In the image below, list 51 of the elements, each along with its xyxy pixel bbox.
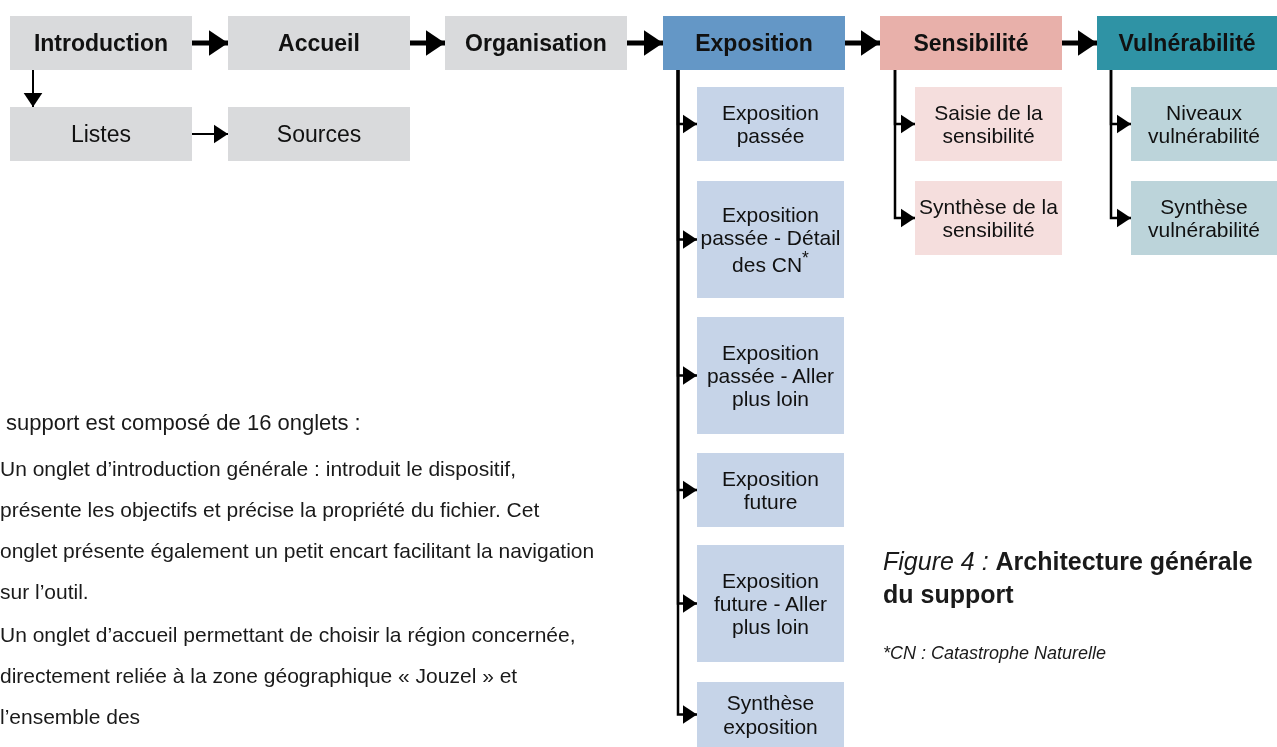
arrow [192,30,228,56]
footnote: *CN : Catastrophe Naturelle [883,643,1108,665]
bullet-paragraph: Un onglet d’accueil permettant de choisir la région concernée, directement reliée à la zone géographique « Jouzel » et l’ensemble des [0,622,577,730]
figure-caption: Figure 4 : Architecture générale du support [883,546,1254,610]
box-label: Exposition passée - Aller plus loin [705,340,836,411]
tab-box [663,16,845,70]
box-label: Exposition future [721,466,820,514]
box-label: Synthèse exposition [722,691,819,738]
sub-tab-box [697,453,844,527]
arrow [1109,70,1131,228]
bullet-paragraph: Un onglet d’introduction générale : introduit le dispositif, présente les objectifs et précise la propriété du fichier. Cet onglet présente également un petit encart facilitant la navigation sur l’outil. [0,456,596,605]
arrow [893,70,915,228]
sub-tab-box [697,87,844,161]
box-label: Organisation [465,29,607,57]
box-label: Exposition [695,29,813,57]
box-label: Exposition passée [721,100,820,148]
box-label: Accueil [278,29,360,57]
tab-box [228,107,410,161]
arrow [23,69,43,108]
box-label: Saisie de la sensibilité [933,100,1044,148]
tab-box [445,16,627,70]
tab-box [10,107,192,161]
tab-box [228,16,410,70]
box-label: Exposition passée - Détail des CN$^{*}$ [699,202,842,277]
sub-tab-box [915,87,1062,161]
box-label: Synthèse vulnérabilité [1146,194,1262,242]
box-label: Niveaux vulnérabilité [1146,100,1262,148]
box-label: Vulnérabilité [1118,29,1256,57]
sub-tab-box [697,545,844,662]
intro-sentence: support est composé de 16 onglets : [6,410,362,437]
sub-tab-box [697,682,844,747]
box-label: Sensibilité [913,29,1029,57]
sub-tab-box [697,317,844,434]
box-label: Synthèse de la sensibilité [918,194,1059,242]
arrow [410,30,445,56]
box-label: Exposition future - Aller plus loin [712,568,829,639]
tab-box [1097,16,1277,70]
sub-tab-box [915,181,1062,255]
sub-tab-box [1131,181,1277,255]
arrow [845,30,880,56]
tab-box [880,16,1062,70]
sub-tab-box [697,181,844,298]
box-label: Introduction [33,29,169,57]
arrow [676,70,697,725]
box-label: Listes [70,120,132,148]
sub-tab-box [1131,87,1277,161]
arrow [627,30,663,56]
arrow [1062,30,1097,56]
tab-box [10,16,192,70]
arrow [191,124,229,144]
box-label: Sources [276,120,362,148]
